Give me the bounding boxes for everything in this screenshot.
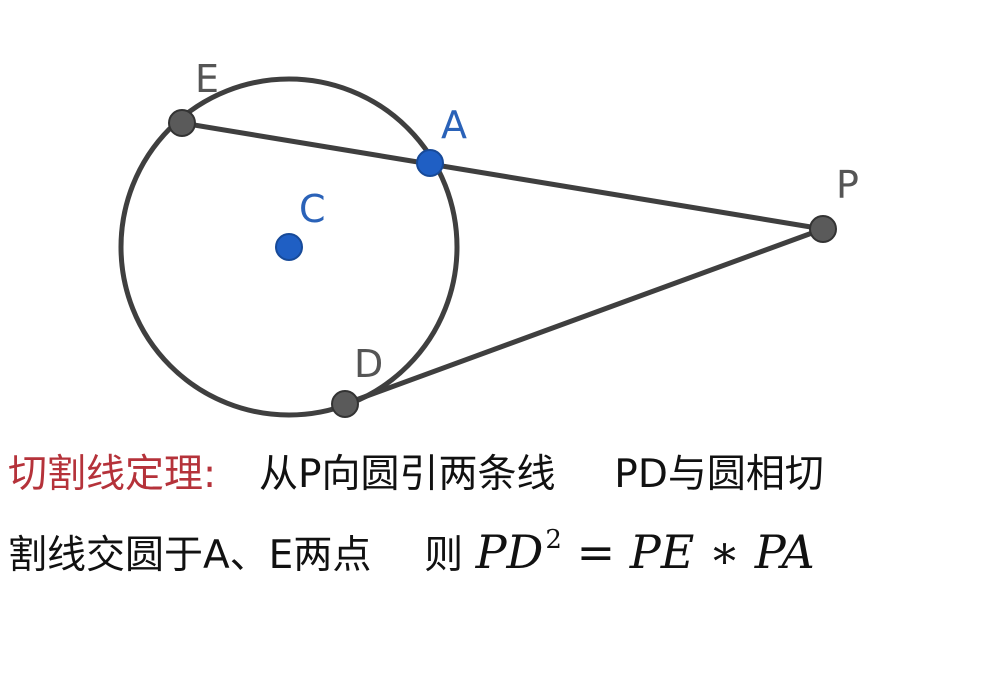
formula-exponent: 2	[545, 525, 562, 555]
label-c: C	[299, 187, 326, 231]
formula-equals: =	[576, 525, 616, 579]
tangent-line-pd	[342, 226, 826, 407]
theorem-line-1: 切割线定理: 从P向圆引两条线 PD与圆相切	[8, 443, 824, 499]
theorem-line-2: 割线交圆于A、E两点 则 PD2 = PE ∗ PA	[8, 524, 815, 580]
point-e[interactable]	[168, 109, 196, 137]
point-p[interactable]	[809, 215, 837, 243]
theorem-text-2a: 割线交圆于A、E两点	[8, 533, 372, 578]
point-a[interactable]	[416, 149, 444, 177]
secant-line-ep	[179, 120, 826, 232]
label-a: A	[441, 103, 467, 147]
theorem-title: 切割线定理:	[8, 452, 217, 497]
point-d[interactable]	[331, 390, 359, 418]
theorem-text-1a: 从P向圆引两条线	[258, 452, 556, 497]
formula-rhs: PE ∗ PA	[629, 525, 815, 579]
geometry-diagram: E A C P D	[118, 57, 859, 418]
label-p: P	[836, 163, 859, 207]
theorem-text-2b: 则	[424, 533, 464, 578]
circle-c	[118, 76, 460, 418]
point-c[interactable]	[275, 233, 303, 261]
formula-lhs: PD	[475, 525, 544, 579]
theorem-text-1b: PD与圆相切	[614, 452, 824, 497]
label-e: E	[195, 57, 219, 101]
formula: PD2 = PE ∗ PA	[476, 525, 815, 579]
label-d: D	[354, 342, 383, 386]
